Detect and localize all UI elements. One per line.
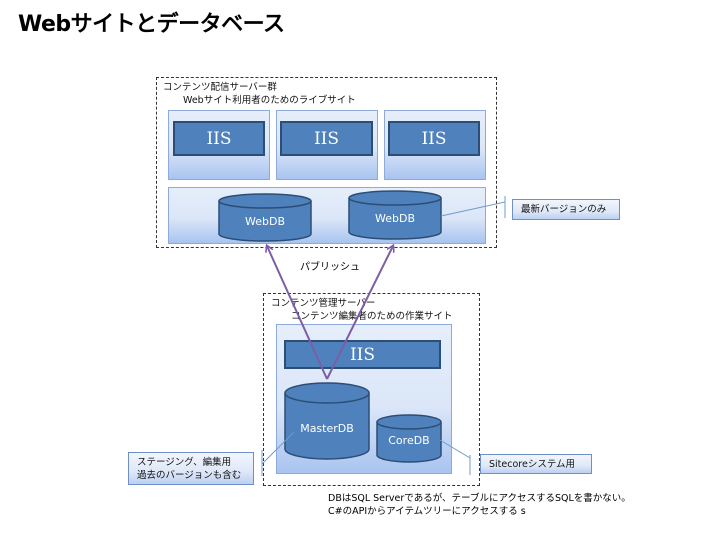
webdb-callout: 最新バージョンのみ (512, 199, 620, 220)
delivery-group-label: コンテンツ配信サーバー群 (163, 82, 277, 93)
management-group-label: コンテンツ管理サーバー (271, 298, 376, 309)
management-server-group (263, 293, 480, 486)
coredb-callout: Sitecoreシステム用 (480, 454, 592, 474)
webdb-callout-leader (440, 201, 506, 217)
delivery-group-sublabel: Webサイト利用者のためのライブサイト (183, 95, 356, 106)
coredb-callout-text: Sitecoreシステム用 (489, 459, 576, 470)
webdb-1-cylinder (218, 193, 312, 242)
masterdb-callout-leader (261, 431, 295, 465)
masterdb-label: MasterDB (300, 422, 354, 435)
webdb-1-label: WebDB (245, 215, 285, 228)
webdb-2-label: WebDB (375, 212, 415, 225)
masterdb-callout-line2: 過去のバージョンも含む (137, 470, 242, 481)
masterdb-callout-line1: ステージング、編集用 (137, 457, 232, 468)
publish-arrow-right (326, 246, 393, 380)
delivery-server-group (156, 77, 497, 248)
publish-label: パブリッシュ (300, 262, 360, 273)
note-line-2: C#のAPIからアイテムツリーにアクセスする s (328, 506, 526, 517)
masterdb-cylinder (284, 382, 370, 460)
webdb-2-cylinder (348, 190, 442, 240)
iis-management-server: IIS (284, 340, 441, 369)
page-title: Webサイトとデータベース (18, 12, 285, 37)
masterdb-callout: ステージング、編集用 過去のバージョンも含む (128, 452, 254, 485)
iis-server-2: IIS (280, 121, 373, 156)
management-group-sublabel: コンテンツ編集者のための作業サイト (291, 311, 453, 322)
webdb-callout-text: 最新バージョンのみ (521, 204, 607, 215)
publish-arrow-left (267, 246, 328, 380)
coredb-label: CoreDB (388, 434, 429, 447)
coredb-cylinder (376, 414, 442, 463)
note-line-1: DBはSQL Serverであるが、テーブルにアクセスするSQLを書かない。 (328, 493, 631, 504)
coredb-callout-leader (439, 439, 471, 459)
iis-server-1: IIS (173, 121, 265, 156)
iis-server-3: IIS (388, 121, 480, 156)
